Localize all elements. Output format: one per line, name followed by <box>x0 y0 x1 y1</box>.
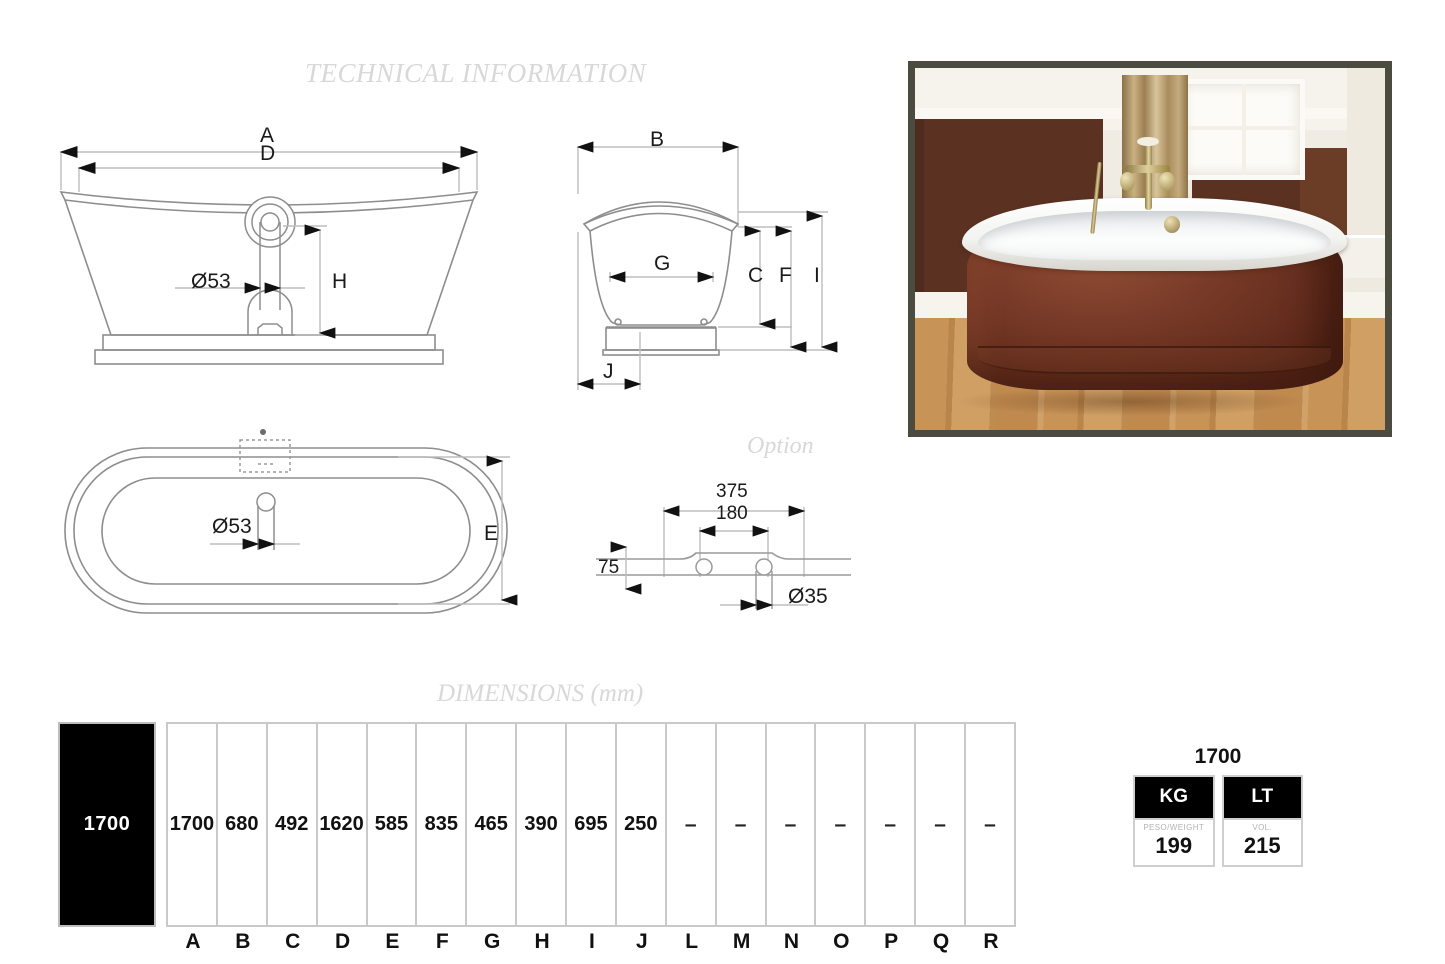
option-height-label: 75 <box>598 557 620 578</box>
front-elevation-drawing: A D Ø53 H <box>55 124 505 375</box>
model-label-cell: 1700 <box>58 722 156 927</box>
side-dim-g-label: G <box>654 252 671 275</box>
dimension-cell-c: 492 <box>268 724 318 925</box>
dimension-letter-c: C <box>285 930 301 953</box>
dimension-letter-n: N <box>783 930 800 953</box>
option-hole-diameter-label: Ø35 <box>788 585 828 608</box>
side-elevation-drawing: B G C F I J <box>570 128 845 407</box>
spec-volume-column: LT VOL. 215 <box>1221 775 1303 867</box>
dimension-cell-o: – <box>816 724 867 925</box>
tub-shadow <box>952 386 1310 416</box>
window-mullion-horizontal <box>1183 125 1301 130</box>
dimension-letter-o: O <box>833 930 850 953</box>
dimension-cell-l: – <box>667 724 717 925</box>
side-dim-i-label: I <box>814 264 820 287</box>
dimension-letter-m: M <box>732 930 751 953</box>
side-dim-j-label: J <box>603 360 614 383</box>
front-elevation-svg <box>59 146 479 365</box>
spec-weight-body: PESO/WEIGHT 199 <box>1133 820 1215 867</box>
window <box>1178 78 1306 181</box>
dimension-cell-i: 695 <box>567 724 617 925</box>
spec-volume-header: LT <box>1221 775 1303 820</box>
option-detail-drawing: 375 180 75 Ø35 <box>596 481 851 620</box>
option-detail-svg <box>596 505 851 611</box>
front-dim-h-label: H <box>332 270 348 293</box>
front-dim-a-label: A <box>260 124 275 147</box>
front-dim-d-label: D <box>260 142 276 165</box>
dimensions-title: DIMENSIONS (mm) <box>437 680 644 707</box>
dimension-letter-a: A <box>185 930 201 953</box>
faucet-crossbar <box>1124 165 1171 174</box>
dimension-cell-j: 250 <box>617 724 667 925</box>
option-width-inner-label: 180 <box>716 503 748 524</box>
dimension-cell-p: – <box>866 724 917 925</box>
product-photo <box>908 61 1392 437</box>
dimension-letter-f: F <box>435 930 449 953</box>
dimension-cell-m: – <box>717 724 767 925</box>
bathtub-drain-knob <box>1164 216 1181 234</box>
table-spacer <box>156 722 166 927</box>
dimension-cell-g: 465 <box>467 724 518 925</box>
technical-information-title: TECHNICAL INFORMATION <box>305 58 647 88</box>
spec-volume-unit: VOL. <box>1252 823 1273 832</box>
faucet-knob-right <box>1159 171 1175 191</box>
dimension-letter-r: R <box>983 930 999 953</box>
dimension-letter-l: L <box>685 930 699 953</box>
side-dim-f-label: F <box>779 264 792 287</box>
option-title: Option <box>747 433 814 459</box>
front-drain-diameter-label: Ø53 <box>191 270 231 293</box>
dimension-letter-i: I <box>589 930 595 953</box>
spec-weight-header: KG <box>1133 775 1215 820</box>
spec-weight-column: KG PESO/WEIGHT 199 <box>1133 775 1215 867</box>
side-dim-c-label: C <box>748 264 764 287</box>
plan-dim-e-label: E <box>484 522 499 545</box>
spec-weight-value: 199 <box>1155 833 1193 858</box>
side-dim-b-label: B <box>650 128 665 151</box>
dimension-cell-r: – <box>984 812 996 836</box>
dimension-cell-q: – <box>916 724 966 925</box>
faucet <box>1119 136 1175 217</box>
dimension-letter-b: B <box>235 930 251 953</box>
dimension-letter-g: G <box>484 930 501 953</box>
spec-model-title: 1700 <box>1194 745 1242 768</box>
spec-volume-value: 215 <box>1243 833 1281 858</box>
bathroom-scene <box>915 68 1385 430</box>
faucet-knob-left <box>1119 171 1136 191</box>
spec-volume-body: VOL. 215 <box>1221 820 1303 867</box>
plan-view-drawing: Ø53 E <box>62 429 522 620</box>
side-elevation-svg <box>576 141 838 390</box>
spec-summary-box: 1700 KG PESO/WEIGHT 199 LT VOL. 215 <box>1133 745 1303 867</box>
dimension-cell-d: 1620 <box>318 724 368 925</box>
dimension-cell-h: 390 <box>517 724 567 925</box>
dimension-cell-e: 585 <box>368 724 418 925</box>
dimension-cell-b: 680 <box>218 724 268 925</box>
dimension-letter-q: Q <box>932 930 950 953</box>
dimension-cell-f: 835 <box>417 724 468 925</box>
faucet-handle-cap <box>1137 136 1159 147</box>
plan-drain-diameter-label: Ø53 <box>212 515 252 538</box>
dimension-letter-e: E <box>385 930 400 953</box>
dimension-cell-a: 1700 <box>168 724 218 925</box>
dimension-letter-p: P <box>884 930 899 953</box>
faucet-spout <box>1144 141 1152 210</box>
dimension-letter-h: H <box>534 930 550 953</box>
bathtub-interior <box>978 210 1331 260</box>
plan-view-svg <box>64 429 518 614</box>
dimension-letter-j: J <box>635 930 648 953</box>
spec-weight-unit: PESO/WEIGHT <box>1143 823 1205 832</box>
dimension-letter-d: D <box>334 930 351 953</box>
wall-right <box>1347 68 1385 322</box>
dimension-cell-n: – <box>767 724 817 925</box>
option-width-outer-label: 375 <box>716 481 748 502</box>
